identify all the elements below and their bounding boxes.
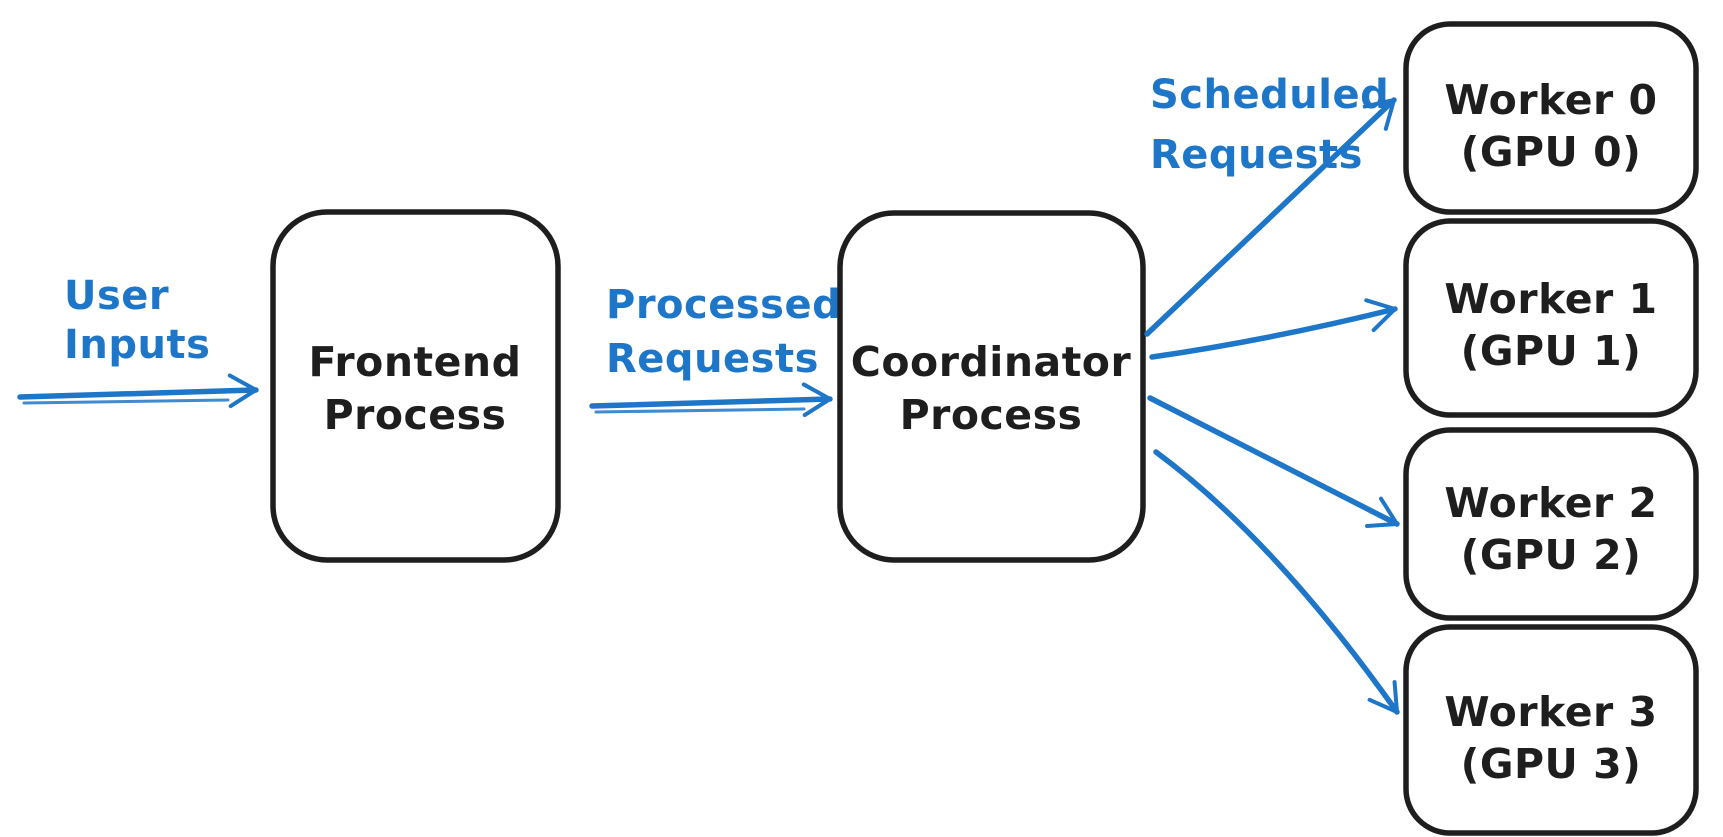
processed-requests-arrow bbox=[589, 382, 833, 418]
coordinator-process-label-line2: Process bbox=[900, 391, 1083, 439]
worker-0-node: Worker 0 (GPU 0) bbox=[1403, 21, 1699, 215]
worker-3-label-line1: Worker 3 bbox=[1444, 688, 1657, 736]
worker-1-node: Worker 1 (GPU 1) bbox=[1403, 218, 1699, 418]
coordinator-process-box bbox=[837, 210, 1146, 563]
worker-3-node: Worker 3 (GPU 3) bbox=[1403, 624, 1699, 836]
worker-3-label-line2: (GPU 3) bbox=[1461, 740, 1642, 788]
worker-1-box bbox=[1403, 218, 1699, 418]
worker-2-node: Worker 2 (GPU 2) bbox=[1403, 427, 1699, 621]
scheduled-requests-label-line1: Scheduled bbox=[1150, 72, 1389, 118]
user-inputs-arrow bbox=[17, 373, 259, 409]
worker-1-label-line2: (GPU 1) bbox=[1461, 327, 1642, 375]
frontend-process-node: Frontend Process bbox=[270, 209, 561, 563]
processed-requests-arrow-sketch bbox=[594, 407, 806, 414]
scheduled-requests-label: Scheduled Requests bbox=[1150, 72, 1389, 178]
user-inputs-label-line2: Inputs bbox=[64, 322, 210, 368]
worker-3-box bbox=[1403, 624, 1699, 836]
worker-2-label-line1: Worker 2 bbox=[1444, 479, 1657, 527]
coordinator-process-node: Coordinator Process bbox=[837, 210, 1146, 563]
frontend-process-box bbox=[270, 209, 561, 563]
worker-0-label-line2: (GPU 0) bbox=[1461, 128, 1642, 176]
user-inputs-label-line1: User bbox=[64, 273, 169, 319]
edge-user-inputs: User Inputs bbox=[17, 273, 259, 409]
frontend-process-label-line1: Frontend bbox=[309, 338, 522, 386]
scheduled-requests-label-line2: Requests bbox=[1150, 132, 1363, 178]
worker-2-box bbox=[1403, 427, 1699, 621]
processed-requests-label-line2: Requests bbox=[606, 336, 819, 382]
worker-0-box bbox=[1403, 21, 1699, 215]
frontend-process-label-line2: Process bbox=[324, 391, 507, 439]
scheduled-arrow-worker-2 bbox=[1147, 395, 1400, 528]
scheduled-arrow-worker-3 bbox=[1153, 449, 1400, 715]
coordinator-process-label-line1: Coordinator bbox=[851, 338, 1132, 386]
worker-2-label-line2: (GPU 2) bbox=[1461, 531, 1642, 579]
user-inputs-arrow-sketch bbox=[22, 398, 230, 405]
scheduled-arrow-worker-1 bbox=[1149, 298, 1398, 360]
edge-processed-requests: Processed Requests bbox=[589, 282, 841, 418]
worker-0-label-line1: Worker 0 bbox=[1444, 76, 1657, 124]
edge-scheduled-requests bbox=[1144, 97, 1400, 715]
worker-1-label-line1: Worker 1 bbox=[1444, 275, 1657, 323]
processed-requests-label-line1: Processed bbox=[606, 282, 841, 328]
scheduled-arrow-worker-0 bbox=[1144, 97, 1397, 337]
